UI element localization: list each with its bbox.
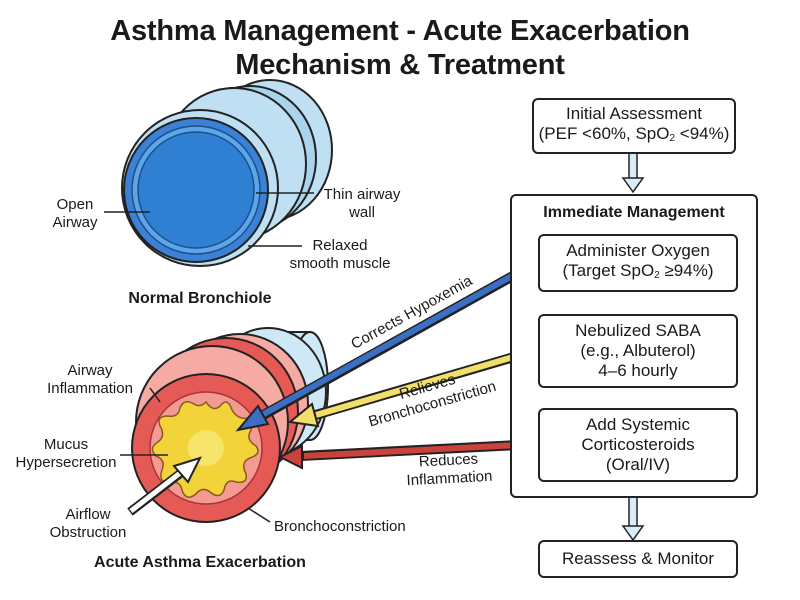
caption-normal-bronchiole: Normal Bronchiole (128, 290, 272, 307)
label-mucus-line1: Mucus (43, 436, 89, 453)
caption-acute-exacerbation: Acute Asthma Exacerbation (94, 554, 306, 571)
saba-arrow (287, 345, 540, 428)
label-airflow-obstruction: Airflow Obstruction (40, 506, 136, 542)
diagram-title: Asthma Management - Acute Exacerbation M… (0, 14, 800, 82)
label-relaxed-line1: Relaxed (312, 237, 368, 254)
label-open-airway: Open Airway (40, 196, 110, 232)
steroids-line2: Corticosteroids (581, 435, 695, 454)
oxygen-post: ≥94%) (659, 260, 714, 280)
assessment-line2: (PEF <60%, SpO2 <94%) (539, 124, 730, 149)
oxygen-line2: (Target SpO2 ≥94%) (563, 261, 714, 286)
assessment-pre: (PEF <60%, SpO (538, 123, 670, 143)
initial-assessment-box: Initial Assessment (PEF <60%, SpO2 <94%) (532, 98, 736, 154)
label-reduces-inflammation: Reduces Inflammation (393, 449, 505, 491)
label-mucus-hypersecretion: Mucus Hypersecretion (4, 436, 128, 472)
flow-arrow-2 (621, 496, 645, 542)
label-thin-wall-line2: wall (349, 204, 375, 221)
label-mucus-line2: Hypersecretion (15, 454, 117, 471)
label-relaxed-muscle: Relaxed smooth muscle (280, 237, 400, 273)
title-line-2: Mechanism & Treatment (235, 49, 565, 81)
airflow-arrow-head (172, 456, 202, 484)
saba-line1: Nebulized SABA (575, 321, 701, 340)
immediate-management-title: Immediate Management (543, 204, 725, 221)
reassess-monitor-box: Reassess & Monitor (538, 540, 738, 578)
oxygen-sub: 2 (654, 269, 660, 281)
title-line-1: Asthma Management - Acute Exacerbation (110, 15, 690, 47)
saba-line3: 4–6 hourly (598, 361, 678, 380)
oxygen-line1: Administer Oxygen (566, 240, 710, 260)
steroid-arrow (277, 439, 539, 470)
label-inflammation-line2: Inflammation (47, 380, 133, 397)
saba-line2: (e.g., Albuterol) (580, 341, 696, 360)
leader-inflammation (149, 387, 161, 403)
label-open-airway-line2: Airway (52, 214, 98, 231)
label-airway-inflammation: Airway Inflammation (20, 362, 160, 398)
normal-bronchiole (121, 79, 333, 267)
label-thin-wall: Thin airway wall (312, 186, 412, 222)
leader-bronchoconstriction (247, 507, 271, 523)
label-thin-wall-line1: Thin airway (323, 186, 401, 203)
oxygen-arrow (235, 257, 541, 432)
assessment-post: <94%) (675, 123, 730, 143)
steroids-line1: Add Systemic (586, 415, 690, 434)
label-inflammation-line1: Airway (67, 362, 113, 379)
label-relaxed-line2: smooth muscle (289, 255, 391, 272)
administer-oxygen-box: Administer Oxygen (Target SpO2 ≥94%) (538, 234, 738, 292)
steroids-line3: (Oral/IV) (605, 455, 671, 474)
label-bronchoconstriction: Bronchoconstriction (274, 518, 406, 535)
oxygen-pre: (Target SpO (562, 260, 655, 280)
assessment-line1: Initial Assessment (565, 103, 703, 123)
acute-bronchiole (131, 327, 329, 523)
assessment-sub: 2 (669, 132, 676, 144)
systemic-corticosteroids-box: Add Systemic Corticosteroids (Oral/IV) (538, 408, 738, 482)
label-airflow-line2: Obstruction (49, 524, 127, 541)
label-open-airway-line1: Open (56, 196, 94, 213)
airflow-arrow-body (129, 468, 186, 513)
flow-arrow-1 (621, 152, 645, 194)
nebulized-saba-box: Nebulized SABA (e.g., Albuterol) 4–6 hou… (538, 314, 738, 388)
label-airflow-line1: Airflow (65, 506, 111, 523)
